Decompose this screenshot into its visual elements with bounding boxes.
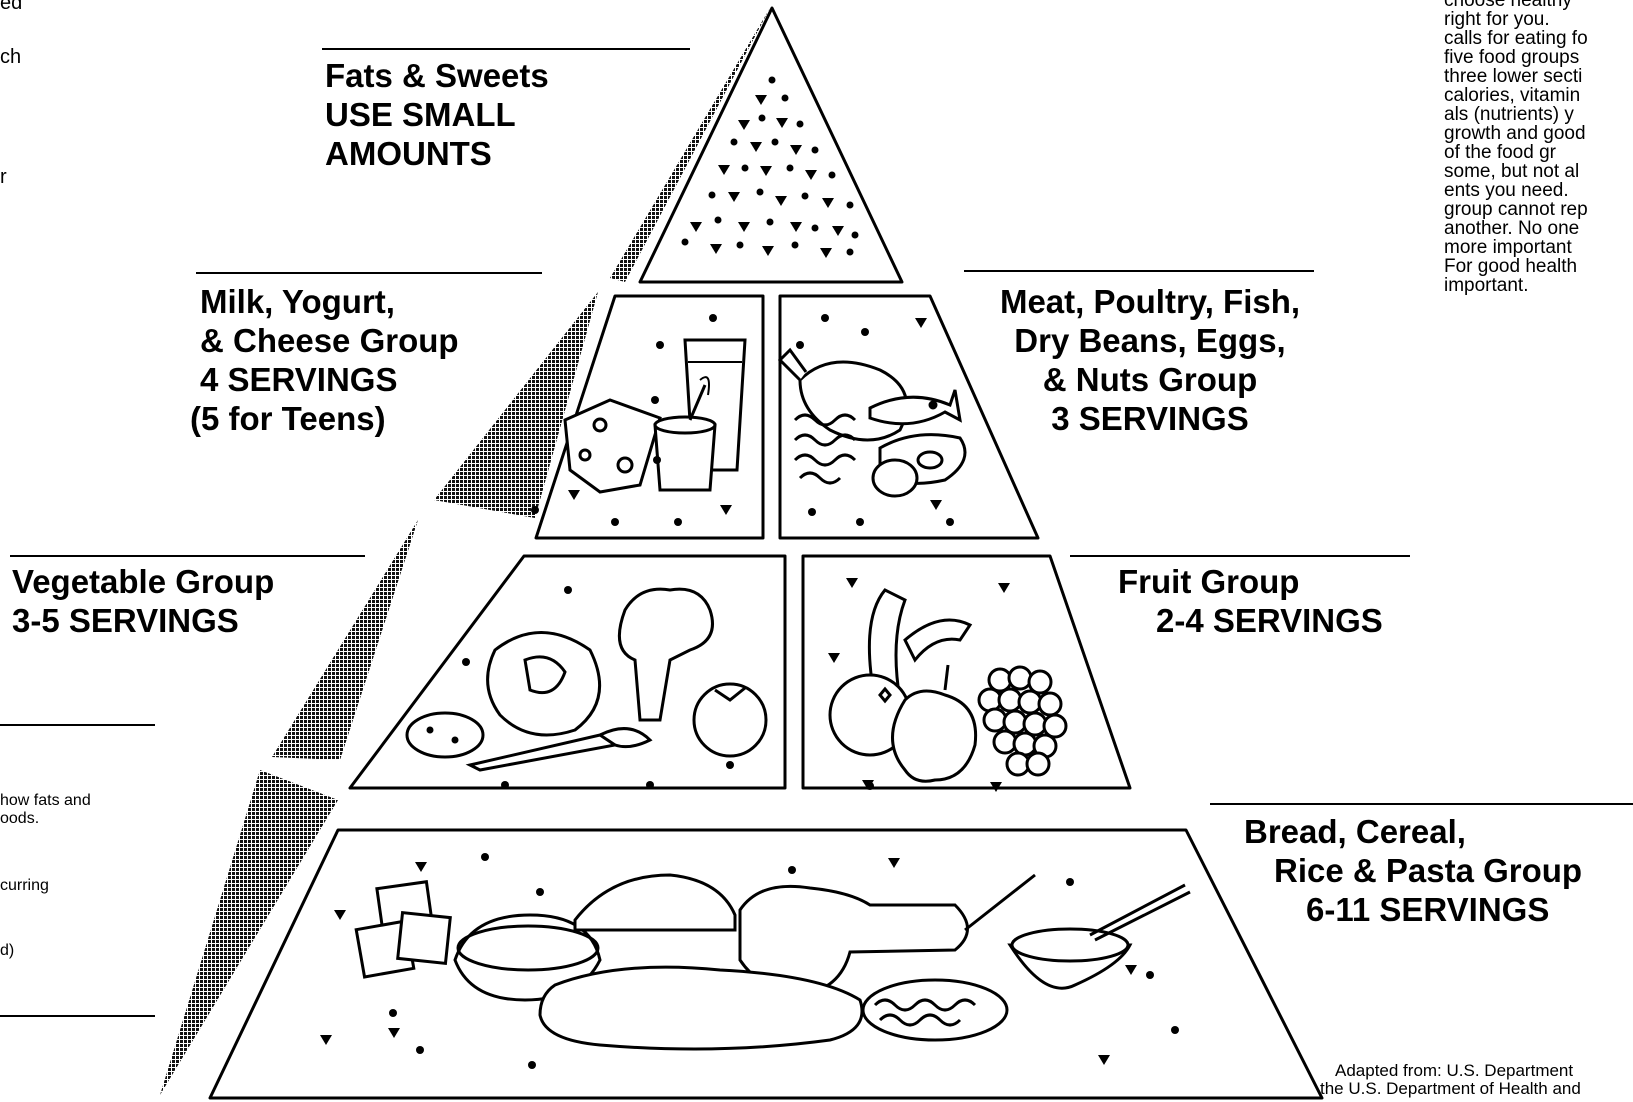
fats-label-line-2: USE SMALL xyxy=(325,96,516,133)
fats-sweets-label: Fats & Sweets USE SMALL AMOUNTS xyxy=(325,56,549,173)
vegetable-label-line-1: Vegetable Group xyxy=(12,563,275,600)
credit-line-1: Adapted from: U.S. Department xyxy=(1335,1061,1574,1080)
paragraph-line: some, but not al xyxy=(1444,161,1580,182)
left-fragment-2: ch xyxy=(0,46,22,68)
vegetable-label-rule xyxy=(10,555,365,557)
meat-label-rule xyxy=(964,270,1314,272)
paragraph-line: calls for eating fo xyxy=(1444,28,1588,49)
milk-cheese-illustration xyxy=(563,338,747,494)
paragraph-line: another. No one xyxy=(1444,218,1580,239)
milk-label-line-1: Milk, Yogurt, xyxy=(200,283,395,320)
bread-group-symbols xyxy=(320,853,1179,1069)
left-fragment-3: r xyxy=(0,166,7,188)
milk-label-line-2: & Cheese Group xyxy=(200,322,459,359)
paragraph-line: of the food gr xyxy=(1444,142,1556,163)
vegetable-group-label: Vegetable Group 3-5 SERVINGS xyxy=(12,562,274,640)
left-notes-rule-bottom xyxy=(0,1015,155,1017)
pyramid-side-faces xyxy=(160,8,770,1095)
paragraph-line: right for you. xyxy=(1444,9,1550,30)
paragraph-line: growth and good xyxy=(1444,123,1586,144)
left-note-1: how fats and xyxy=(0,792,91,809)
bread-label-line-1: Bread, Cereal, xyxy=(1244,813,1466,850)
vegetable-label-line-2: 3-5 SERVINGS xyxy=(12,602,239,639)
tier-fats-sweets xyxy=(638,6,904,284)
paragraph-line: more important xyxy=(1444,237,1572,258)
meat-label-line-2: Dry Beans, Eggs, xyxy=(1014,322,1286,359)
right-side-paragraph: choose healthy right for you. calls for … xyxy=(1444,0,1633,295)
left-fragment-1: ed xyxy=(0,0,23,14)
paragraph-line: calories, vitamin xyxy=(1444,85,1581,106)
bread-label-line-2: Rice & Pasta Group xyxy=(1274,852,1583,889)
paragraph-line: five food groups xyxy=(1444,47,1580,68)
meat-group-label: Meat, Poultry, Fish, Dry Beans, Eggs, & … xyxy=(985,282,1315,438)
left-notes-rule-top xyxy=(0,724,155,726)
fats-sweets-symbols xyxy=(681,76,859,258)
milk-label-line-4: (5 for Teens) xyxy=(190,400,386,437)
meat-label-line-3: & Nuts Group xyxy=(1042,361,1258,398)
bread-cereal-illustration xyxy=(354,873,1191,1051)
fruit-group-symbols xyxy=(828,578,1010,792)
fruit-illustration xyxy=(828,588,978,783)
paragraph-line: choose healthy xyxy=(1444,0,1572,11)
fats-label-rule xyxy=(322,48,690,50)
fats-label-line-1: Fats & Sweets xyxy=(325,57,549,94)
paragraph-line: three lower secti xyxy=(1444,66,1583,87)
meat-fish-eggs-illustration xyxy=(777,347,967,498)
milk-label-line-3: 4 SERVINGS xyxy=(200,361,398,398)
vegetable-group-symbols xyxy=(462,586,734,789)
milk-group-label: Milk, Yogurt, & Cheese Group 4 SERVINGS … xyxy=(190,282,459,438)
left-note-3: curring xyxy=(0,877,49,894)
paragraph-line: group cannot rep xyxy=(1444,199,1588,220)
paragraph-line: For good health xyxy=(1444,256,1578,277)
fats-label-line-3: AMOUNTS xyxy=(325,135,492,172)
milk-label-rule xyxy=(196,272,542,274)
left-note-2: oods. xyxy=(0,810,40,827)
left-note-4: d) xyxy=(0,942,15,959)
paragraph-line: important. xyxy=(1444,275,1529,295)
credit-line-2: the U.S. Department of Health and xyxy=(1320,1079,1581,1098)
grapes-illustration xyxy=(977,665,1068,777)
paragraph-line: als (nutrients) y xyxy=(1444,104,1574,125)
bread-label-line-3: 6-11 SERVINGS xyxy=(1306,891,1550,928)
paragraph-line: ents you need. xyxy=(1444,180,1569,201)
fruit-label-line-2: 2-4 SERVINGS xyxy=(1156,602,1383,639)
milk-group-symbols xyxy=(531,314,732,526)
fruit-label-rule xyxy=(1070,555,1410,557)
meat-label-line-1: Meat, Poultry, Fish, xyxy=(999,283,1301,320)
fruit-group-label: Fruit Group 2-4 SERVINGS xyxy=(1118,562,1383,640)
vegetable-illustration xyxy=(405,587,768,772)
fruit-label-line-1: Fruit Group xyxy=(1118,563,1300,600)
source-credit: Adapted from: U.S. Department the U.S. D… xyxy=(1320,1061,1581,1098)
bread-label-rule xyxy=(1210,803,1633,805)
meat-group-symbols xyxy=(796,314,954,526)
bread-group-label: Bread, Cereal, Rice & Pasta Group 6-11 S… xyxy=(1244,812,1582,929)
meat-label-line-4: 3 SERVINGS xyxy=(1051,400,1249,437)
